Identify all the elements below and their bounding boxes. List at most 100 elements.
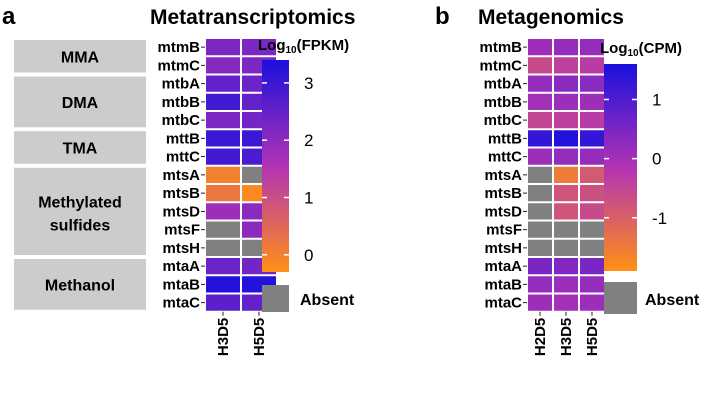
heat-b-cell-mtmb-h3d5 xyxy=(554,39,578,56)
heat-b-cell-mtsf-h3d5 xyxy=(554,221,578,238)
heat-b-cell-mtbc-h2d5 xyxy=(528,112,552,129)
heat-b-row-label-mtab: mtaB xyxy=(484,276,522,293)
heat-b-cell-mtsh-h5d5 xyxy=(580,239,604,256)
heatmap-metagenomics: mtmBmtmCmtbAmtbBmtbCmttBmttCmtsAmtsBmtsD… xyxy=(479,38,605,356)
heat-a-row-label-mtab: mtaB xyxy=(162,276,200,293)
heat-a-row-label-mtaa: mtaA xyxy=(162,258,200,275)
legend-a-log: Log xyxy=(258,37,286,54)
heat-a-row-label-mtba: mtbA xyxy=(162,76,200,93)
heat-a-row-label-mtsb: mtsB xyxy=(162,185,200,202)
heat-b-cell-mtbb-h3d5 xyxy=(554,93,578,110)
legend-b-absent-swatch xyxy=(604,282,637,314)
heat-b-cell-mtsb-h2d5 xyxy=(528,185,552,202)
heat-b-cell-mtsd-h3d5 xyxy=(554,203,578,220)
heat-b-cell-mtsb-h5d5 xyxy=(580,185,604,202)
legend-b-tick-label: 1 xyxy=(652,90,661,109)
heat-b-cell-mttc-h2d5 xyxy=(528,148,552,165)
heat-b-row-label-mttb: mttB xyxy=(488,130,522,147)
heat-a-cell-mtac-h3d5 xyxy=(206,294,240,311)
legend-a-tick-label: 0 xyxy=(304,246,313,265)
heat-b-row-label-mttc: mttC xyxy=(488,149,522,166)
legend-a-absent-label: Absent xyxy=(300,292,355,309)
heat-b-cell-mtac-h3d5 xyxy=(554,294,578,311)
heat-a-row-label-mtbb: mtbB xyxy=(162,94,200,111)
heat-b-cell-mttc-h3d5 xyxy=(554,148,578,165)
heat-b-cell-mtmc-h5d5 xyxy=(580,57,604,74)
heat-b-col-label-h5d5: H5D5 xyxy=(584,318,601,356)
heat-a-cell-mtba-h3d5 xyxy=(206,75,240,92)
heat-b-cell-mtsd-h2d5 xyxy=(528,203,552,220)
panel-b-letter: b xyxy=(435,3,450,30)
heat-b-row-label-mtsh: mtsH xyxy=(484,240,522,257)
heat-a-cell-mtmb-h3d5 xyxy=(206,39,240,56)
group-box-methylated-sulfides xyxy=(14,167,146,255)
heat-b-row-label-mtbc: mtbC xyxy=(484,112,522,129)
legend-a-absent-swatch xyxy=(262,285,289,312)
heat-a-row-label-mtsd: mtsD xyxy=(162,203,200,220)
legend-b-title: Log10(CPM) xyxy=(600,40,682,59)
heat-b-cell-mtba-h2d5 xyxy=(528,75,552,92)
heat-b-cell-mtaa-h3d5 xyxy=(554,258,578,275)
legend-a-tick-label: 2 xyxy=(304,131,313,150)
legend-b-unit: (CPM) xyxy=(639,40,682,57)
panel-a-letter: a xyxy=(2,3,16,30)
heat-a-cell-mtab-h3d5 xyxy=(206,276,240,293)
heat-b-cell-mtba-h3d5 xyxy=(554,75,578,92)
panel-a-title: Metatranscriptomics xyxy=(150,6,355,29)
legend-b-absent-label: Absent xyxy=(645,292,700,309)
heat-b-cell-mttb-h3d5 xyxy=(554,130,578,147)
heat-b-cell-mtbc-h3d5 xyxy=(554,112,578,129)
heat-b-row-label-mtaa: mtaA xyxy=(484,258,522,275)
heat-a-cell-mttb-h3d5 xyxy=(206,130,240,147)
heat-a-row-label-mtsf: mtsF xyxy=(164,222,200,239)
heat-b-row-label-mtsd: mtsD xyxy=(484,203,522,220)
heat-b-row-label-mtba: mtbA xyxy=(484,76,522,93)
heat-b-cell-mtmb-h5d5 xyxy=(580,39,604,56)
heat-a-cell-mtsa-h3d5 xyxy=(206,166,240,183)
heat-a-col-label-h3d5: H3D5 xyxy=(215,318,232,356)
legend-b: Log10(CPM) 10-1 Absent xyxy=(600,40,700,314)
heat-a-cell-mtsb-h3d5 xyxy=(206,185,240,202)
heat-b-cell-mtba-h5d5 xyxy=(580,75,604,92)
heat-b-cell-mtbb-h2d5 xyxy=(528,93,552,110)
group-label-mma: MMA xyxy=(61,49,100,66)
heat-b-cell-mttb-h5d5 xyxy=(580,130,604,147)
heat-b-row-label-mtsa: mtsA xyxy=(484,167,522,184)
heat-b-cell-mtac-h5d5 xyxy=(580,294,604,311)
heat-a-row-label-mtac: mtaC xyxy=(162,295,200,312)
heat-a-row-label-mtmb: mtmB xyxy=(157,39,200,56)
heat-b-col-label-h2d5: H2D5 xyxy=(532,318,549,356)
legend-a-sub: 10 xyxy=(286,45,298,56)
heat-b-cell-mtbb-h5d5 xyxy=(580,93,604,110)
heat-a-cell-mtbc-h3d5 xyxy=(206,112,240,129)
heat-a-row-label-mttc: mttC xyxy=(166,149,200,166)
heat-b-cell-mtmc-h2d5 xyxy=(528,57,552,74)
heat-b-cell-mtsh-h2d5 xyxy=(528,239,552,256)
heat-b-cell-mtsf-h5d5 xyxy=(580,221,604,238)
heat-a-cell-mtsd-h3d5 xyxy=(206,203,240,220)
heat-b-row-label-mtsf: mtsF xyxy=(486,222,522,239)
legend-b-log: Log xyxy=(600,40,628,57)
group-label-methylated-sulfides-line1: Methylated xyxy=(38,194,122,211)
group-label-methylated-sulfides-line2: sulfides xyxy=(50,217,111,234)
panel-b-title: Metagenomics xyxy=(478,6,624,29)
heat-a-cell-mtbb-h3d5 xyxy=(206,93,240,110)
group-box-mma xyxy=(14,40,146,73)
heat-b-row-label-mtac: mtaC xyxy=(484,295,522,312)
heat-a-row-label-mtmc: mtmC xyxy=(157,57,200,74)
heat-a-cell-mtmb-h5d5 xyxy=(242,39,276,56)
heat-b-cell-mttc-h5d5 xyxy=(580,148,604,165)
heat-b-cell-mtab-h5d5 xyxy=(580,276,604,293)
legend-a-tick-label: 3 xyxy=(304,74,313,93)
heat-b-cell-mtab-h3d5 xyxy=(554,276,578,293)
heat-a-cell-mtsh-h3d5 xyxy=(206,239,240,256)
heat-a-cell-mtaa-h3d5 xyxy=(206,258,240,275)
legend-b-colorbar xyxy=(604,64,637,271)
group-label-tma: TMA xyxy=(63,141,98,158)
heat-b-cell-mtsa-h3d5 xyxy=(554,166,578,183)
heat-b-row-label-mtsb: mtsB xyxy=(484,185,522,202)
heat-b-cell-mtsb-h3d5 xyxy=(554,185,578,202)
heat-b-cell-mtac-h2d5 xyxy=(528,294,552,311)
heat-b-cell-mtsd-h5d5 xyxy=(580,203,604,220)
legend-a-unit: (FPKM) xyxy=(297,37,350,54)
